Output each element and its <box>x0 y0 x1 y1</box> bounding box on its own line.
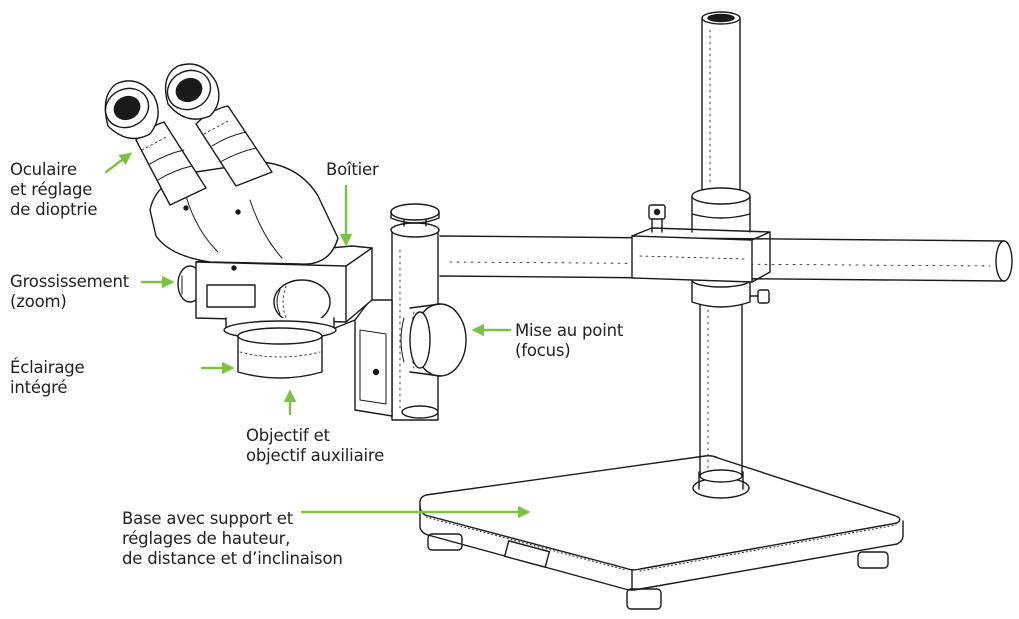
label-base-line3: de distance et d’inclinaison <box>122 549 343 568</box>
arrow-oculaire <box>104 152 132 174</box>
label-mise-au-point-line2: (focus) <box>515 341 571 360</box>
base-plate <box>419 455 904 610</box>
label-eclairage-line2: intégré <box>10 378 68 397</box>
label-oculaire-line3: de dioptrie <box>10 200 98 219</box>
focus-block <box>329 203 467 421</box>
label-objectif: Objectif et objectif auxiliaire <box>246 426 384 466</box>
label-base-line1: Base avec support et <box>122 509 293 528</box>
label-eclairage: Éclairage intégré <box>10 358 85 398</box>
label-mise-au-point-line1: Mise au point <box>515 321 624 340</box>
arm-clamp <box>631 204 771 283</box>
label-grossissement: Grossissement (zoom) <box>10 272 129 312</box>
label-oculaire-line2: et réglage <box>10 180 93 199</box>
label-grossissement-line2: (zoom) <box>10 292 67 311</box>
label-grossissement-line1: Grossissement <box>10 272 129 291</box>
label-objectif-line1: Objectif et <box>246 426 330 445</box>
label-base-line2: réglages de hauteur, <box>122 529 291 548</box>
label-boitier: Boîtier <box>326 160 379 180</box>
label-objectif-line2: objectif auxiliaire <box>246 446 385 465</box>
label-base: Base avec support et réglages de hauteur… <box>122 509 343 569</box>
label-oculaire-line1: Oculaire <box>10 160 77 179</box>
label-oculaire: Oculaire et réglage de dioptrie <box>10 160 97 220</box>
callout-arrows <box>104 152 531 519</box>
left-eyepiece <box>104 80 207 206</box>
label-boitier-line1: Boîtier <box>326 160 379 179</box>
label-mise-au-point: Mise au point (focus) <box>515 321 623 361</box>
label-eclairage-line1: Éclairage <box>10 358 85 377</box>
right-eyepiece <box>164 63 273 187</box>
